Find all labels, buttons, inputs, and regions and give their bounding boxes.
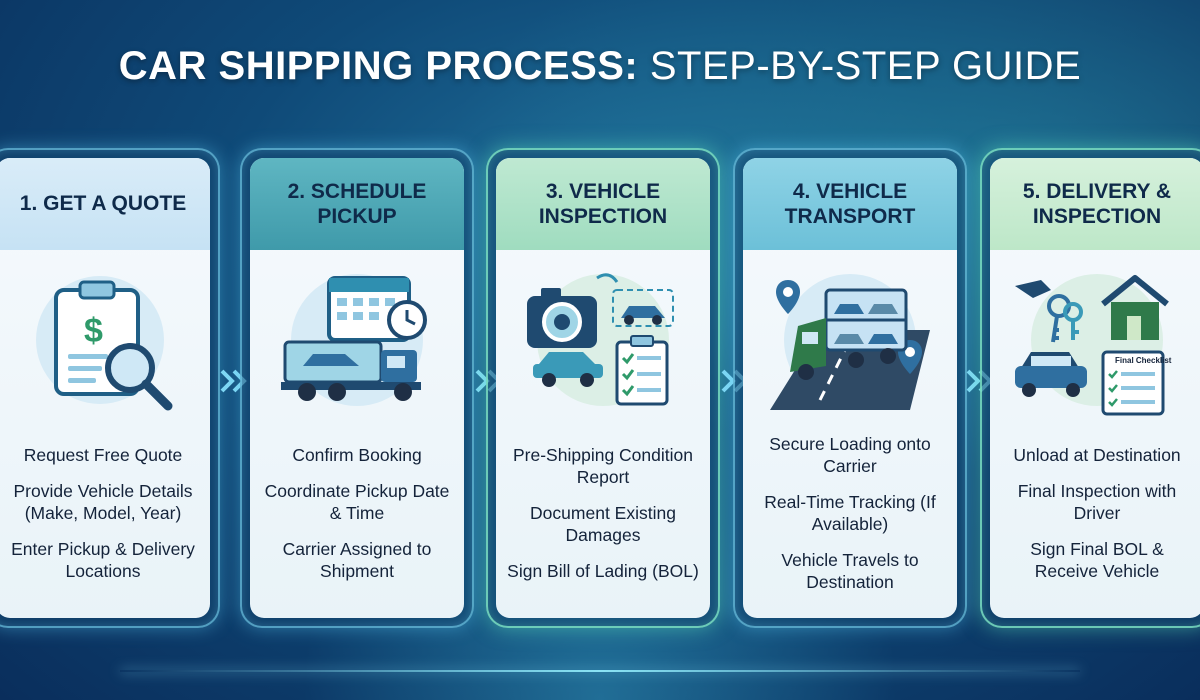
page-title-light: STEP-BY-STEP GUIDE bbox=[649, 44, 1082, 88]
list-item: Sign Bill of Lading (BOL) bbox=[507, 560, 699, 581]
keys-house-checklist-icon: Final Checklist bbox=[990, 250, 1200, 430]
list-item: Request Free Quote bbox=[23, 445, 183, 466]
step-heading-4: 4. VEHICLE TRANSPORT bbox=[743, 158, 957, 250]
list-item: Carrier Assigned to Shipment bbox=[282, 538, 432, 581]
calendar-tow-truck-icon bbox=[250, 250, 464, 430]
list-item: Pre-Shipping Condition Report bbox=[513, 445, 693, 488]
list-item: Confirm Booking bbox=[292, 445, 422, 466]
step-heading-1: 1. GET A QUOTE bbox=[0, 158, 210, 250]
list-item: Coordinate Pickup Date & Time bbox=[264, 481, 450, 524]
step-heading-2: 2. SCHEDULE PICKUP bbox=[250, 158, 464, 250]
car-carrier-truck-icon bbox=[743, 250, 957, 430]
step-card-4: 4. VEHICLE TRANSPORT bbox=[733, 148, 967, 628]
camera-checklist-icon bbox=[496, 250, 710, 430]
page-title-bold: CAR SHIPPING PROCESS: bbox=[118, 44, 639, 88]
step-card-5: 5. DELIVERY & INSPECTION Final Checklist bbox=[980, 148, 1200, 628]
svg-text:$: $ bbox=[84, 312, 103, 350]
step-heading-5: 5. DELIVERY & INSPECTION bbox=[990, 158, 1200, 250]
list-item: Unload at Destination bbox=[1013, 445, 1181, 466]
page-title: CAR SHIPPING PROCESS: STEP-BY-STEP GUIDE bbox=[0, 44, 1200, 89]
step-card-1: 1. GET A QUOTE $ Request Free Quote Prov… bbox=[0, 148, 220, 628]
list-item: Secure Loading onto Carrier bbox=[769, 434, 931, 477]
list-item: Sign Final BOL & Receive Vehicle bbox=[1030, 538, 1164, 581]
list-item: Final Inspection with Driver bbox=[1017, 481, 1177, 524]
list-item: Enter Pickup & Delivery Locations bbox=[11, 538, 195, 581]
step-heading-3: 3. VEHICLE INSPECTION bbox=[496, 158, 710, 250]
step-card-2: 2. SCHEDULE PICKUP Confirm bbox=[240, 148, 474, 628]
clipboard-quote-icon: $ bbox=[0, 250, 210, 430]
list-item: Provide Vehicle Details (Make, Model, Ye… bbox=[13, 481, 193, 524]
list-item: Document Existing Damages bbox=[530, 503, 676, 545]
checklist-label: Final Checklist bbox=[1115, 356, 1172, 365]
list-item: Real-Time Tracking (If Available) bbox=[764, 492, 936, 534]
list-item: Vehicle Travels to Destination bbox=[781, 549, 919, 592]
bottom-glow-line bbox=[120, 670, 1080, 672]
step-card-3: 3. VEHICLE INSPECTION bbox=[486, 148, 720, 628]
